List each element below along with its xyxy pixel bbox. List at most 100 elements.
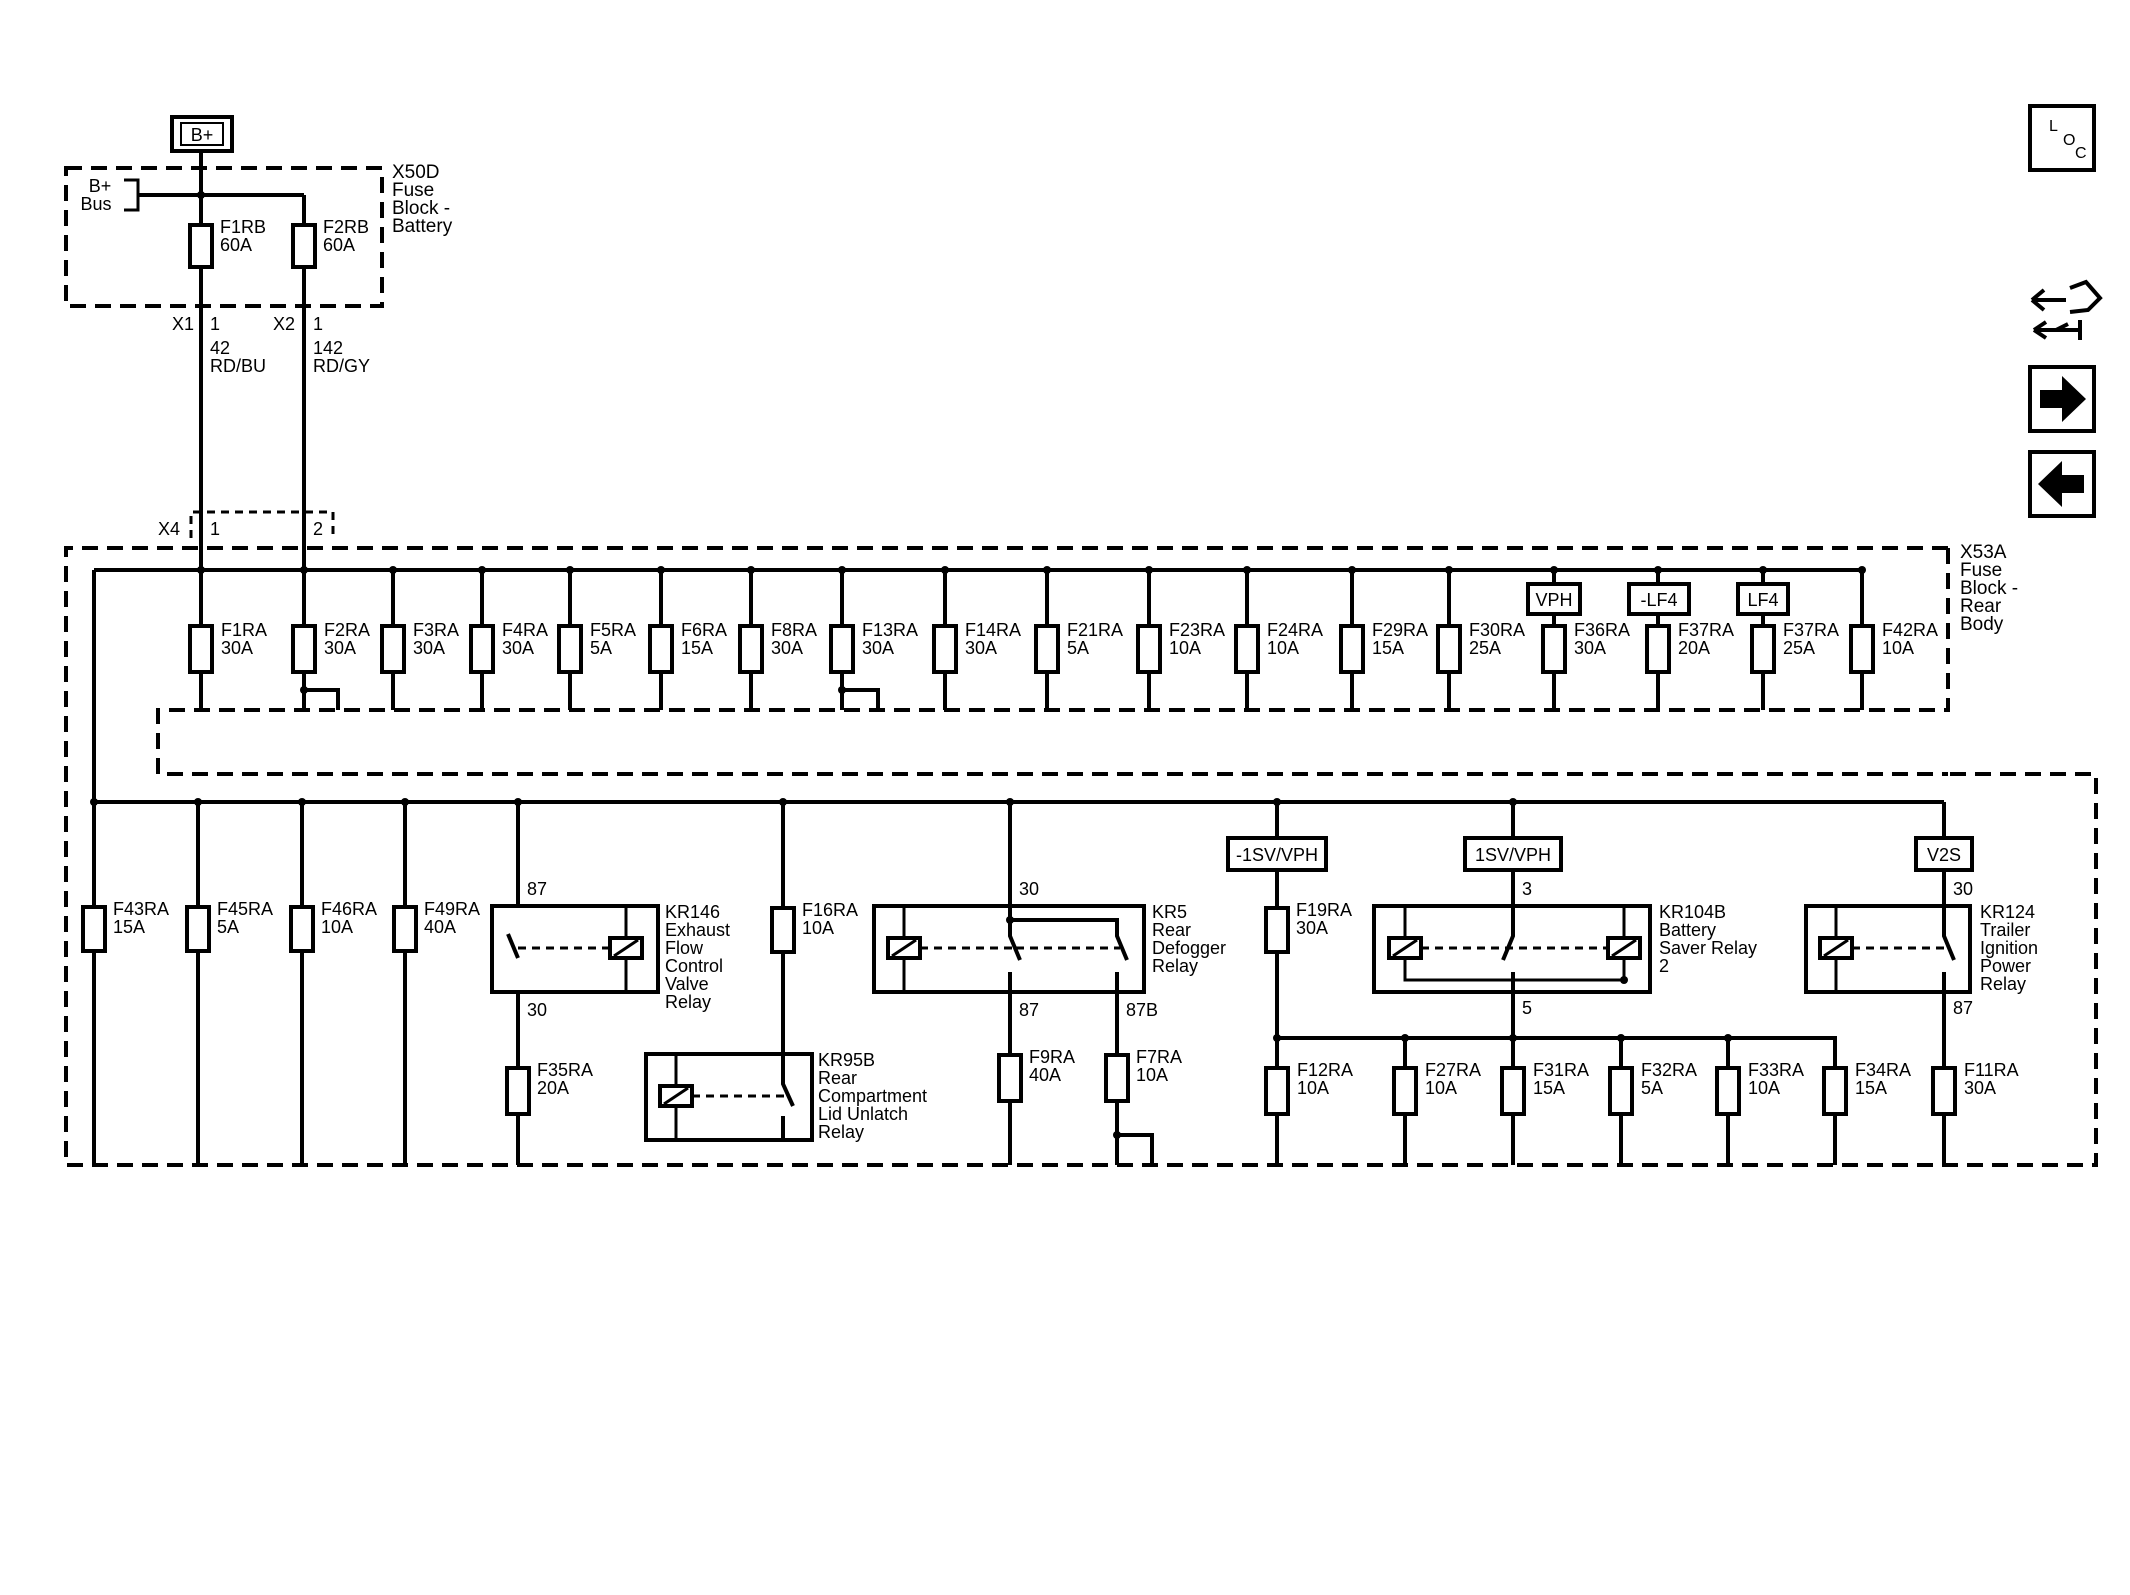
kr5-pin-out-b: 87B [1126,1000,1158,1020]
fuse-top-16 [1645,624,1671,674]
fuse-top-rating: 30A [771,638,803,658]
battery-positive-symbol: B+ [170,115,234,153]
fuse-top-3 [380,624,406,674]
fuse-f49ra-name: F49RA [424,899,480,919]
fuse-f16ra-name: F16RA [802,900,858,920]
fuse-top-7 [738,624,764,674]
fuse-f31ra-name: F31RA [1533,1060,1589,1080]
fuse-top-rating: 15A [1372,638,1404,658]
top-fuse-row: F1RA30AF2RA30AF3RA30AF4RA30AF5RA5AF6RA15… [188,566,1938,710]
kr124-pin-out: 87 [1953,998,1973,1018]
fuse-top-10 [1034,624,1060,674]
kr146-name-3: Flow [665,938,704,958]
tag-sv-pos [1463,836,1563,872]
next-page-button[interactable] [2028,365,2096,433]
kr124-name-5: Relay [1980,974,2026,994]
kr5-name-3: Defogger [1152,938,1226,958]
kr146-name-1: KR146 [665,902,720,922]
fuse-f27ra-shape [1500,1066,1526,1116]
kr5-name-1: KR5 [1152,902,1187,922]
fuse-top-rating: 30A [965,638,997,658]
bus-junction [1759,566,1767,574]
fuse-f32ra-shape [1715,1066,1741,1116]
diagnostic-connector-button[interactable] [2030,279,2103,340]
fuse-top-name: F42RA [1882,620,1938,640]
kr95b-name-4: Lid Unlatch [818,1104,908,1124]
harness-right-connector: X2 [273,314,295,334]
kr146-name-5: Valve [665,974,709,994]
fuse-f11ra-name: F11RA [1964,1060,2019,1080]
fuse-top-6 [648,624,674,674]
harness-right-circuit: 142 [313,338,343,358]
fuse-f32ra-name: F32RA [1641,1060,1697,1080]
bus-junction [1043,566,1051,574]
fuse-top-name: F14RA [965,620,1021,640]
loc-button[interactable]: L O C [2028,104,2096,172]
previous-page-button[interactable] [2028,450,2096,518]
fuse-top-rating: 5A [590,638,612,658]
fuse-f11ra-rating: 30A [1964,1078,1996,1098]
harness-left-color: RD/BU [210,356,266,376]
fuse-f9ra [997,1053,1023,1103]
fuse-top-name: F24RA [1267,620,1323,640]
fuse-top-8 [829,624,855,674]
fuse-f34ra-shape [1822,1066,1848,1116]
kr95b-name-3: Compartment [818,1086,927,1106]
kr124-pin-in: 30 [1953,879,1973,899]
fuse-f1rb [188,223,214,269]
fuse-top-name: F30RA [1469,620,1525,640]
kr5-pin-in: 30 [1019,879,1039,899]
bus-junction [1243,566,1251,574]
fuse-top-rating: 15A [681,638,713,658]
bus-junction [389,566,397,574]
fuse-top-rating: 30A [862,638,894,658]
bus-label-1: B+ [89,176,112,196]
kr104b-pin-out: 5 [1522,998,1532,1018]
bus-junction [1445,566,1453,574]
loc-letter-o: O [2063,132,2075,149]
kr146-name-4: Control [665,956,723,976]
loc-letter-c: C [2075,145,2087,162]
fuse-f35ra-name: F35RA [537,1060,593,1080]
fuse-f43ra-name: F43RA [113,899,169,919]
tag-v2s-text: V2S [1927,845,1961,865]
fuse-top-rating: 30A [502,638,534,658]
fuse-top-11 [1136,624,1162,674]
tag-sv-neg-text: -1SV/VPH [1236,845,1318,865]
fuse-f31ra-shape [1608,1066,1634,1116]
fuse-top-rating: 10A [1169,638,1201,658]
fuse-top-rating: 30A [1574,638,1606,658]
fuse-top-rating: 30A [413,638,445,658]
kr124-name-2: Trailer [1980,920,2030,940]
fuse-top-2 [291,624,317,674]
kr146-pin-in: 87 [527,879,547,899]
relay-kr146: 87 30 KR146 Exhaust Flow Control Valve R… [490,798,730,1165]
kr104b-name-3: Saver Relay [1659,938,1757,958]
fuse-f35ra [505,1066,531,1116]
fuse-f9ra-name: F9RA [1029,1047,1075,1067]
kr95b-name-5: Relay [818,1122,864,1142]
fuse-f46ra-rating: 10A [321,917,353,937]
fuse-f1rb-rating: 60A [220,235,252,255]
bus-junction [1550,566,1558,574]
fuse-f19ra-name: F19RA [1296,900,1352,920]
kr124-name-3: Ignition [1980,938,2038,958]
relay-kr5: 30 87 87B KR5 Rear Defogger Relay F9RA 4… [872,798,1226,1165]
harness-left-connector: X1 [172,314,194,334]
tag-neg-lf4-text: -LF4 [1640,590,1677,610]
fuse-top-rating: 20A [1678,638,1710,658]
fuse-top-5 [557,624,583,674]
fuse-f7ra-rating: 10A [1136,1065,1168,1085]
fuse-f33ra-name: F33RA [1748,1060,1804,1080]
fuse-top-name: F29RA [1372,620,1428,640]
fuse-f12ra-rating: 10A [1297,1078,1329,1098]
fuse-f19ra [1264,906,1290,954]
bus-junction [1348,566,1356,574]
fuse-top-4 [469,624,495,674]
battery-block-name-1: X50D [392,162,440,183]
kr146-name-2: Exhaust [665,920,730,940]
kr146-pin-out: 30 [527,1000,547,1020]
kr124-name-4: Power [1980,956,2031,976]
fuse-f43ra-rating: 15A [113,917,145,937]
fuse-top-17 [1750,624,1776,674]
